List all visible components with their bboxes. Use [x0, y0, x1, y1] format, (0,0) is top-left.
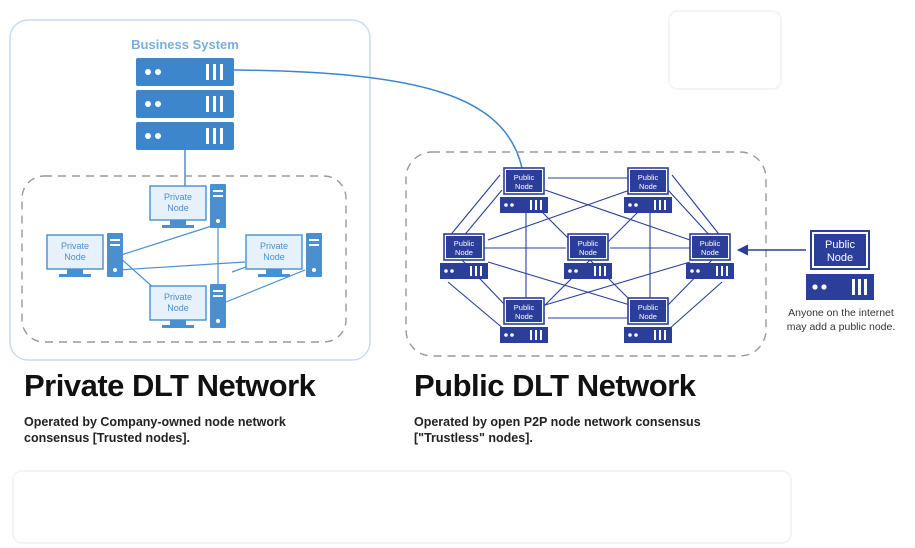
svg-text:Node: Node	[827, 252, 853, 264]
private-network-boundary	[21, 175, 347, 343]
ghost-placeholder-bottom	[12, 470, 792, 544]
svg-text:Public: Public	[638, 173, 659, 182]
svg-text:Node: Node	[64, 252, 86, 262]
external-public-node: Public Node	[806, 230, 874, 300]
svg-text:Public: Public	[454, 239, 475, 248]
svg-text:Node: Node	[515, 182, 533, 191]
svg-text:Node: Node	[579, 248, 597, 257]
business-system-label: Business System	[131, 37, 239, 52]
private-node-right: Private Node	[245, 233, 322, 277]
svg-text:Public: Public	[825, 239, 855, 251]
svg-text:Public: Public	[514, 303, 535, 312]
svg-text:Node: Node	[263, 252, 285, 262]
public-node-center: Public Node	[564, 233, 612, 279]
svg-text:Node: Node	[515, 312, 533, 321]
business-server-stack	[136, 58, 234, 150]
svg-text:Node: Node	[639, 182, 657, 191]
svg-text:Public: Public	[578, 239, 599, 248]
svg-text:Private: Private	[260, 241, 288, 251]
server-unit-icon	[136, 122, 234, 150]
svg-text:Node: Node	[455, 248, 473, 257]
private-node-left: Private Node	[46, 233, 123, 277]
public-node-top-right: Public Node	[624, 167, 672, 213]
svg-text:Public: Public	[514, 173, 535, 182]
ghost-placeholder-top	[668, 10, 782, 90]
private-network-description: Operated by Company-owned node network c…	[24, 415, 286, 445]
svg-text:Node: Node	[701, 248, 719, 257]
svg-text:Node: Node	[639, 312, 657, 321]
public-node-bottom-left: Public Node	[500, 297, 548, 343]
private-network-title: Private DLT Network	[24, 368, 316, 403]
private-node-bottom: Private Node	[149, 284, 226, 328]
server-unit-icon	[136, 58, 234, 86]
svg-text:Private: Private	[164, 292, 192, 302]
svg-text:Public: Public	[700, 239, 721, 248]
public-network-boundary	[405, 151, 767, 357]
svg-text:Private: Private	[61, 241, 89, 251]
public-node-middle-left: Public Node	[440, 233, 488, 279]
public-network-description: Operated by open P2P node network consen…	[414, 415, 701, 445]
svg-text:Node: Node	[167, 203, 189, 213]
svg-text:Node: Node	[167, 303, 189, 313]
server-unit-icon	[136, 90, 234, 118]
public-node-bottom-right: Public Node	[624, 297, 672, 343]
external-node-caption: Anyone on the internet may add a public …	[786, 307, 896, 333]
public-node-middle-right: Public Node	[686, 233, 734, 279]
public-network-title: Public DLT Network	[414, 368, 696, 403]
business-to-public-connector	[233, 69, 523, 169]
public-node-top-left: Public Node	[500, 167, 548, 213]
private-node-top: Private Node	[149, 184, 226, 228]
svg-text:Private: Private	[164, 192, 192, 202]
svg-text:Public: Public	[638, 303, 659, 312]
